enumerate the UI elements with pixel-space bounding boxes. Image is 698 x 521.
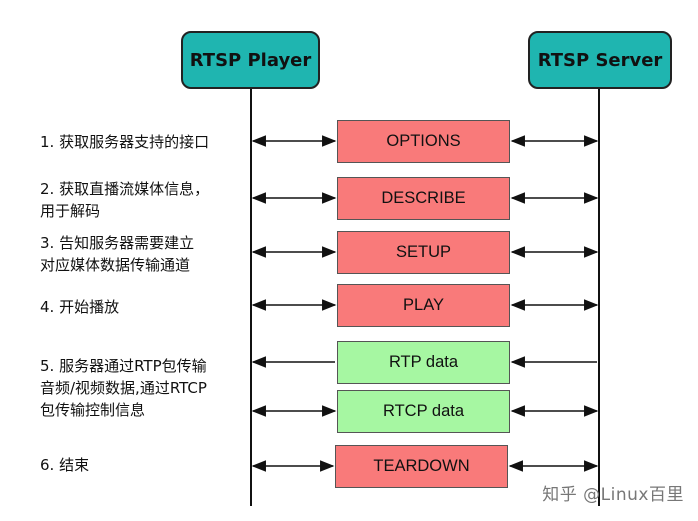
player-lifeline — [250, 86, 252, 506]
step-label: 4. 开始播放 — [40, 298, 120, 316]
message-describe: DESCRIBE — [337, 177, 510, 220]
step-label: 5. 服务器通过RTP包传输 音频/视频数据,通过RTCP 包传输控制信息 — [40, 357, 207, 419]
step-label: 1. 获取服务器支持的接口 — [40, 133, 210, 151]
step-label: 6. 结束 — [40, 456, 90, 474]
message-play: PLAY — [337, 284, 510, 327]
message-setup: SETUP — [337, 231, 510, 274]
message-rtcp-data: RTCP data — [337, 390, 510, 433]
message-teardown: TEARDOWN — [335, 445, 508, 488]
message-options: OPTIONS — [337, 120, 510, 163]
step-label: 3. 告知服务器需要建立 对应媒体数据传输通道 — [40, 234, 195, 274]
watermark: 知乎 @Linux百里 — [542, 485, 684, 505]
message-rtp-data: RTP data — [337, 341, 510, 384]
server-lifeline — [598, 86, 600, 506]
server-actor: RTSP Server — [528, 31, 672, 89]
player-actor: RTSP Player — [181, 31, 320, 89]
step-label: 2. 获取直播流媒体信息， 用于解码 — [40, 180, 210, 220]
